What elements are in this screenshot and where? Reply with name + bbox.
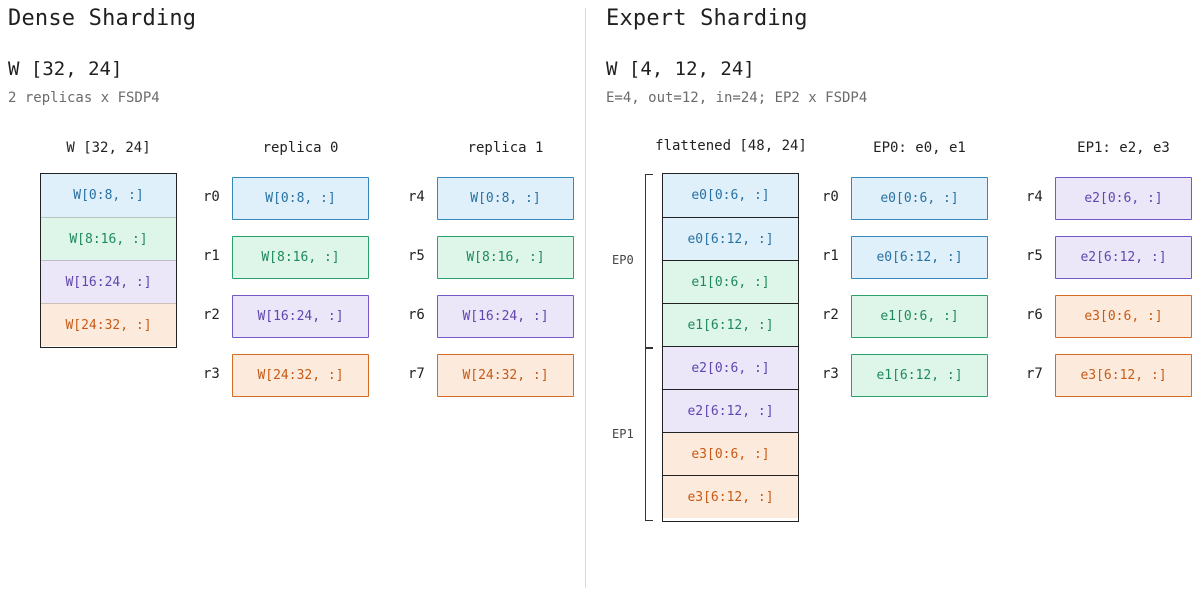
shard-box: W[16:24, :]	[232, 295, 369, 338]
rank-label: r2	[203, 307, 220, 323]
dense-full-header: W [32, 24]	[66, 140, 151, 156]
ep0-bracket	[645, 174, 653, 348]
flat-cell: e1[6:12, :]	[663, 303, 798, 346]
shard-box: W[16:24, :]	[437, 295, 574, 338]
rank-label: r4	[1026, 189, 1043, 205]
ep0-header: EP0: e0, e1	[873, 140, 966, 156]
flat-cell: e3[6:12, :]	[663, 475, 798, 518]
flat-cell: e0[6:12, :]	[663, 217, 798, 260]
flattened-tensor: e0[0:6, :] e0[6:12, :] e1[0:6, :] e1[6:1…	[662, 173, 799, 522]
shard-box: W[24:32, :]	[437, 354, 574, 397]
expert-title: Expert Sharding	[606, 6, 808, 31]
shard-box: e2[6:12, :]	[1055, 236, 1192, 279]
rank-label: r7	[1026, 366, 1043, 382]
shard-box: W[8:16, :]	[437, 236, 574, 279]
expert-subtitle: W [4, 12, 24]	[606, 58, 755, 80]
dense-full-tensor: W[0:8, :] W[8:16, :] W[16:24, :] W[24:32…	[40, 173, 177, 348]
replica-0-header: replica 0	[262, 140, 339, 156]
replica-1-header: replica 1	[467, 140, 544, 156]
dense-full-cell: W[24:32, :]	[41, 303, 176, 346]
shard-box: e0[0:6, :]	[851, 177, 988, 220]
rank-label: r2	[822, 307, 839, 323]
ep1-group-label: EP1	[612, 427, 634, 441]
rank-label: r4	[408, 189, 425, 205]
rank-label: r1	[203, 248, 220, 264]
flat-cell: e1[0:6, :]	[663, 260, 798, 303]
ep1-header: EP1: e2, e3	[1077, 140, 1170, 156]
shard-box: e2[0:6, :]	[1055, 177, 1192, 220]
rank-label: r0	[822, 189, 839, 205]
expert-caption: E=4, out=12, in=24; EP2 x FSDP4	[606, 90, 868, 106]
flat-cell: e3[0:6, :]	[663, 432, 798, 475]
flattened-header: flattened [48, 24]	[655, 138, 807, 154]
rank-label: r3	[203, 366, 220, 382]
rank-label: r3	[822, 366, 839, 382]
rank-label: r5	[1026, 248, 1043, 264]
rank-label: r6	[408, 307, 425, 323]
shard-box: W[24:32, :]	[232, 354, 369, 397]
flat-cell: e2[0:6, :]	[663, 346, 798, 389]
rank-label: r6	[1026, 307, 1043, 323]
shard-box: W[0:8, :]	[437, 177, 574, 220]
rank-label: r7	[408, 366, 425, 382]
flat-cell: e2[6:12, :]	[663, 389, 798, 432]
rank-label: r0	[203, 189, 220, 205]
rank-label: r5	[408, 248, 425, 264]
shard-box: e3[6:12, :]	[1055, 354, 1192, 397]
shard-box: e0[6:12, :]	[851, 236, 988, 279]
shard-box: e3[0:6, :]	[1055, 295, 1192, 338]
shard-box: W[8:16, :]	[232, 236, 369, 279]
flat-cell: e0[0:6, :]	[663, 174, 798, 217]
ep1-bracket	[645, 348, 653, 521]
dense-full-cell: W[0:8, :]	[41, 174, 176, 217]
dense-full-cell: W[16:24, :]	[41, 260, 176, 303]
ep0-group-label: EP0	[612, 253, 634, 267]
shard-box: e1[0:6, :]	[851, 295, 988, 338]
dense-title: Dense Sharding	[8, 6, 197, 31]
shard-box: W[0:8, :]	[232, 177, 369, 220]
dense-subtitle: W [32, 24]	[8, 58, 123, 80]
dense-caption: 2 replicas x FSDP4	[8, 90, 160, 106]
rank-label: r1	[822, 248, 839, 264]
section-divider	[585, 8, 586, 588]
dense-full-cell: W[8:16, :]	[41, 217, 176, 260]
shard-box: e1[6:12, :]	[851, 354, 988, 397]
